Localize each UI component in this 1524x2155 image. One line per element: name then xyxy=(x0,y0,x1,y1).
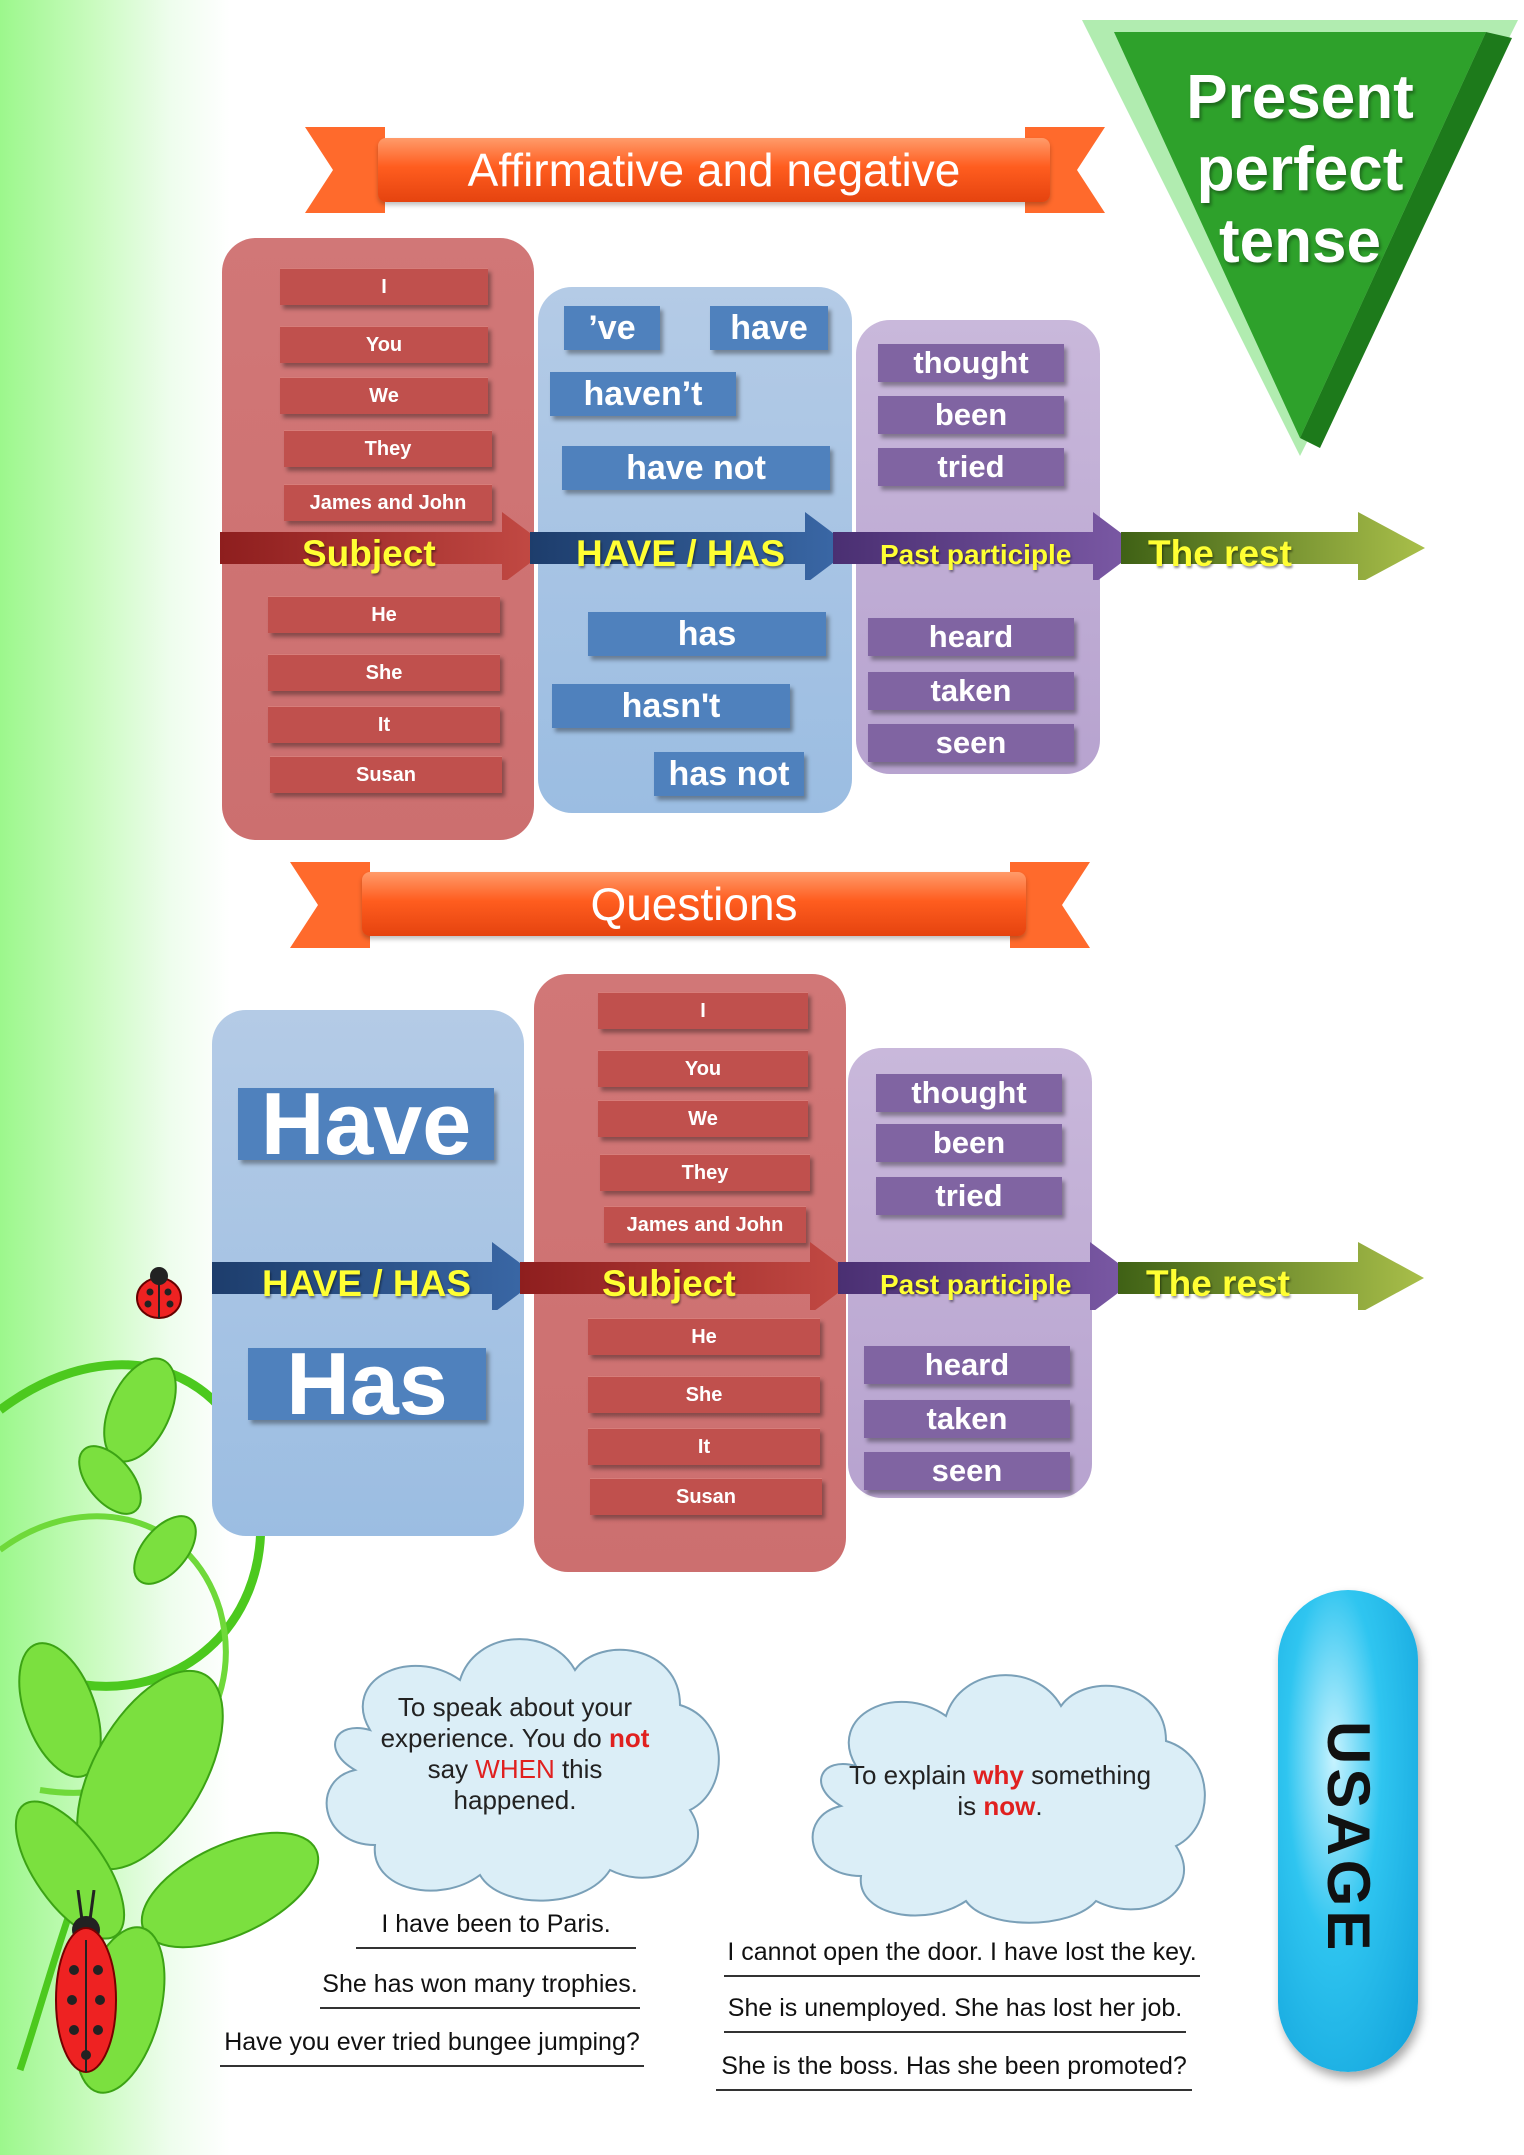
usage-not-highlight: not xyxy=(609,1723,650,1753)
arrow-label-participle: Past participle xyxy=(880,539,1072,570)
usage-cloud-1-line2-text: experience. You do xyxy=(380,1723,609,1753)
arrow-label-have-has: HAVE / HAS xyxy=(576,533,786,574)
usage-cloud-2-line1: To explain why something xyxy=(820,1760,1180,1791)
ladybug-large-icon xyxy=(55,1890,117,2073)
subject-you: You xyxy=(280,326,488,363)
question-participle-tried: tried xyxy=(876,1177,1062,1215)
question-subject-we: We xyxy=(598,1100,808,1137)
usage-why-highlight: why xyxy=(973,1760,1024,1790)
arrow-label-rest: The rest xyxy=(1148,533,1292,574)
usage-cloud-1 xyxy=(325,1638,720,1902)
example-2-1: I cannot open the door. I have lost the … xyxy=(724,1938,1200,1977)
ladybug-icon xyxy=(136,1267,182,1319)
subject-he: He xyxy=(268,596,500,633)
usage-cloud-2-line1-end: something xyxy=(1023,1760,1152,1790)
has-negative-contracted: hasn't xyxy=(552,684,790,728)
participle-tried: tried xyxy=(878,448,1064,486)
example-1-2: She has won many trophies. xyxy=(320,1970,640,2009)
usage-badge xyxy=(1278,1590,1418,2072)
usage-cloud-1-line4: happened. xyxy=(453,1785,577,1815)
subject-they: They xyxy=(284,430,492,467)
question-subject-susan: Susan xyxy=(590,1478,822,1515)
sentence-order-arrow xyxy=(220,512,1425,580)
usage-cloud-1-line3: say WHEN this xyxy=(350,1754,680,1785)
usage-when-highlight: WHEN xyxy=(475,1754,555,1784)
usage-cloud-2-line1-text: To explain xyxy=(848,1760,974,1790)
subject-it: It xyxy=(268,706,500,743)
have-contracted: ’ve xyxy=(564,306,660,350)
question-arrow-label-rest: The rest xyxy=(1146,1263,1290,1304)
example-2-3: She is the boss. Has she been promoted? xyxy=(716,2052,1192,2091)
question-participle-been: been xyxy=(876,1124,1062,1162)
usage-cloud-2-line2-text: is xyxy=(957,1791,984,1821)
have-negative-contracted: haven’t xyxy=(550,372,736,416)
question-subject-i: I xyxy=(598,992,808,1029)
page-title-word: perfect xyxy=(1196,135,1404,204)
has-full: has xyxy=(588,612,826,656)
have-full: have xyxy=(710,306,828,350)
have-negative-full: have not xyxy=(562,446,830,490)
question-subject-they: They xyxy=(600,1154,810,1191)
participle-been: been xyxy=(878,396,1064,434)
usage-label: USAGE xyxy=(1315,1721,1382,1955)
question-subject-james-john: James and John xyxy=(604,1206,806,1243)
question-participle-thought: thought xyxy=(876,1074,1062,1112)
question-have: Have xyxy=(238,1080,494,1168)
affirmative-banner: Affirmative and negative xyxy=(378,138,1050,202)
subject-i: I xyxy=(280,268,488,305)
example-2-2: She is unemployed. She has lost her job. xyxy=(724,1994,1186,2033)
question-subject-he: He xyxy=(588,1318,820,1355)
usage-cloud-1-line3-text: say xyxy=(427,1754,476,1784)
question-order-arrow xyxy=(212,1242,1424,1310)
usage-cloud-2 xyxy=(811,1674,1206,1924)
questions-banner: Questions xyxy=(362,872,1026,936)
subject-we: We xyxy=(280,377,488,414)
title-triangle xyxy=(1082,20,1518,456)
usage-cloud-1-text: To speak about your experience. You do n… xyxy=(350,1692,680,1816)
subject-james-john: James and John xyxy=(284,484,492,521)
participle-thought: thought xyxy=(878,344,1064,382)
banner-ribbon xyxy=(290,862,1090,948)
has-negative-full: has not xyxy=(654,752,804,796)
page-title-word: Present xyxy=(1186,63,1414,132)
question-participle-heard: heard xyxy=(864,1346,1070,1384)
participle-taken: taken xyxy=(868,672,1074,710)
participle-heard: heard xyxy=(868,618,1074,656)
example-1-3: Have you ever tried bungee jumping? xyxy=(220,2028,644,2067)
question-participle-seen: seen xyxy=(864,1452,1070,1490)
usage-cloud-1-line2: experience. You do not xyxy=(350,1723,680,1754)
usage-cloud-1-line3-end: this xyxy=(554,1754,603,1784)
question-subject-she: She xyxy=(588,1376,820,1413)
question-arrow-label-participle: Past participle xyxy=(880,1269,1072,1300)
usage-cloud-1-line1: To speak about your xyxy=(397,1692,633,1722)
question-has: Has xyxy=(248,1340,486,1428)
subject-she: She xyxy=(268,654,500,691)
question-participle-taken: taken xyxy=(864,1400,1070,1438)
example-1-1: I have been to Paris. xyxy=(356,1910,636,1949)
usage-cloud-2-line2: is now. xyxy=(820,1791,1180,1822)
question-arrow-label-subject: Subject xyxy=(602,1263,736,1304)
subject-susan: Susan xyxy=(270,756,502,793)
question-subject-you: You xyxy=(598,1050,808,1087)
question-subject-it: It xyxy=(588,1428,820,1465)
arrow-label-subject: Subject xyxy=(302,533,436,574)
page-title-word: tense xyxy=(1219,207,1381,276)
usage-cloud-2-line2-end: . xyxy=(1035,1791,1043,1821)
usage-now-highlight: now xyxy=(983,1791,1036,1821)
usage-cloud-2-text: To explain why something is now. xyxy=(820,1760,1180,1822)
participle-seen: seen xyxy=(868,724,1074,762)
question-arrow-label-have-has: HAVE / HAS xyxy=(262,1263,472,1304)
